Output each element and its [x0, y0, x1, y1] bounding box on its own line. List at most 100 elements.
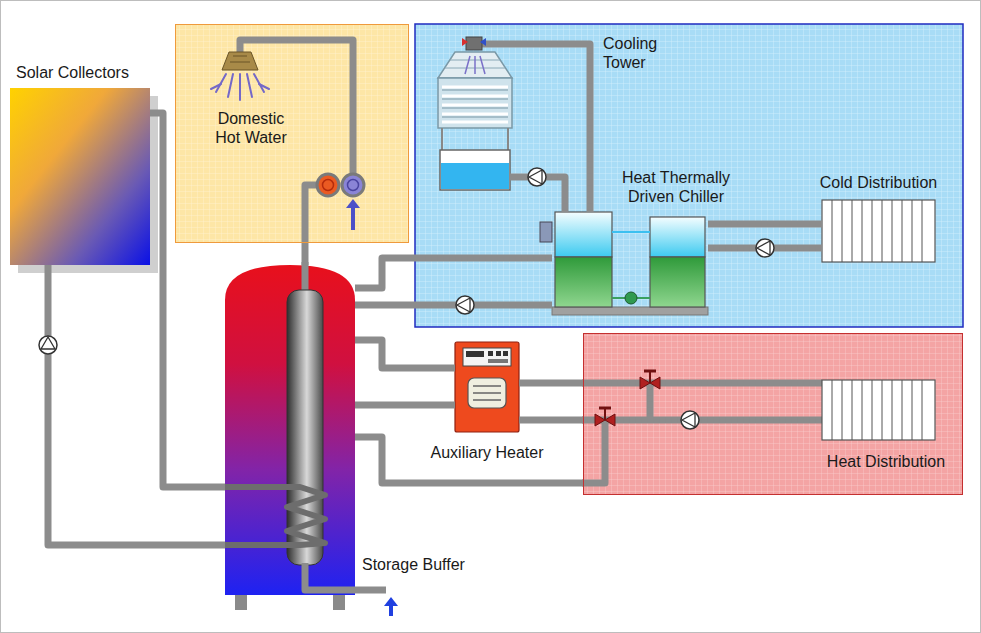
- auxiliary-boiler: [466, 351, 484, 357]
- cooling-tower: [465, 56, 470, 74]
- heat-exchanger: [323, 180, 334, 191]
- collector-box: Solar Collectors: [10, 88, 150, 265]
- heat-exchanger: [348, 180, 359, 191]
- chiller-box: Heat Thermally Driven Chiller: [552, 212, 708, 315]
- cooling-radiator: [822, 200, 935, 262]
- shower-head: [247, 74, 252, 97]
- pump-symbol: [756, 239, 774, 257]
- cooling-tower: [442, 87, 508, 122]
- heating-piping: [582, 383, 822, 483]
- storage-tank-box: Storage Buffer: [225, 265, 355, 610]
- storage-tank: [333, 595, 345, 610]
- pump-symbol: [41, 337, 55, 349]
- pump-symbol: [681, 411, 699, 429]
- pipe-connector: [355, 258, 552, 288]
- absorption-chiller: [540, 222, 552, 242]
- cooling-tower: [474, 56, 476, 74]
- pipe-connector: [302, 243, 309, 265]
- cooling-radiator: [832, 200, 922, 262]
- absorption-chiller: [650, 257, 705, 307]
- cooling-tower-box: Cooling Tower: [430, 34, 520, 192]
- heating-radiator: [832, 380, 922, 440]
- mixing-valve: [644, 370, 656, 373]
- heating-radiator: [822, 380, 935, 440]
- pump-symbol: [39, 336, 57, 354]
- cold-water-inlet-arrow: [384, 597, 398, 606]
- cooling-tower: [507, 128, 509, 150]
- storage-tank: [235, 595, 247, 610]
- auxiliary-boiler: [503, 351, 508, 356]
- heating-piping: [582, 417, 822, 424]
- cooling-tower: [442, 95, 508, 98]
- pipe-connector: [48, 265, 225, 545]
- pump-symbol: [456, 296, 474, 314]
- cooling-tower: [442, 104, 508, 107]
- cooling-tower: [442, 113, 508, 116]
- heater-box: Auxiliary Heater: [455, 342, 519, 432]
- hot-water-piping: [305, 185, 317, 243]
- pipe-connector: [355, 437, 583, 483]
- cooling-tower: [438, 37, 520, 190]
- storage-tank: [302, 262, 309, 292]
- pump-symbol: [682, 413, 695, 427]
- storage-tank: [225, 487, 325, 545]
- auxiliary-boiler: [463, 348, 511, 366]
- storage-tank: [225, 265, 355, 595]
- heating-panel: Heat Distribution: [583, 333, 963, 495]
- shower-head: [222, 52, 258, 70]
- absorption-chiller: [552, 307, 708, 315]
- pipe-connector: [519, 380, 583, 387]
- mixing-valve: [599, 407, 611, 410]
- cold-water-inlet-arrow: [346, 199, 360, 208]
- auxiliary-boiler: [455, 342, 519, 432]
- cooling-tower: [442, 121, 508, 124]
- cooling-tower: [441, 128, 443, 150]
- shower-head: [254, 74, 264, 92]
- cooling-tower: [509, 174, 520, 181]
- auxiliary-boiler: [488, 351, 493, 356]
- auxiliary-boiler: [488, 359, 508, 363]
- absorption-chiller: [625, 292, 637, 304]
- node-label: Heat Distribution: [816, 452, 956, 471]
- absorption-chiller: [612, 231, 650, 233]
- cooling-tower: [462, 38, 468, 46]
- pump-symbol: [39, 336, 57, 354]
- cooling-tower: [442, 108, 508, 109]
- cooling-tower: [438, 52, 512, 78]
- cooling-tower: [442, 99, 508, 100]
- absorption-chiller: [650, 217, 705, 257]
- node-label: Auxiliary Heater: [425, 443, 549, 462]
- solar-collector: [10, 88, 158, 273]
- pump-symbol: [529, 170, 542, 184]
- shower-head: [211, 52, 269, 100]
- auxiliary-boiler: [468, 378, 506, 408]
- pipe-connector: [150, 113, 225, 487]
- cold-water-inlet-arrow: [384, 597, 398, 616]
- pump-symbol: [681, 411, 699, 429]
- cooling-panel: [415, 24, 963, 327]
- absorption-chiller: [555, 257, 612, 307]
- shower-head: [228, 74, 233, 97]
- shower-head: [211, 74, 269, 100]
- cooling-tower: [480, 56, 485, 74]
- shower-head: [230, 62, 250, 63]
- heating-radiator: [822, 380, 935, 440]
- pipe-connector: [519, 417, 583, 424]
- pump-symbol: [756, 239, 774, 257]
- pump-symbol: [528, 168, 546, 186]
- cooling-tower: [438, 78, 512, 128]
- shower-head: [216, 74, 226, 92]
- node-label: Solar Collectors: [16, 63, 156, 82]
- radiator-box: Cold Distribution: [822, 200, 935, 262]
- cooling-tower: [466, 37, 482, 50]
- mixing-valve: [649, 371, 651, 383]
- cooling-tower: [442, 117, 508, 118]
- pipe-connector: [355, 402, 455, 409]
- node-label: Storage Buffer: [362, 555, 474, 574]
- node-label: Cooling Tower: [603, 34, 675, 72]
- pump-symbol: [456, 296, 474, 314]
